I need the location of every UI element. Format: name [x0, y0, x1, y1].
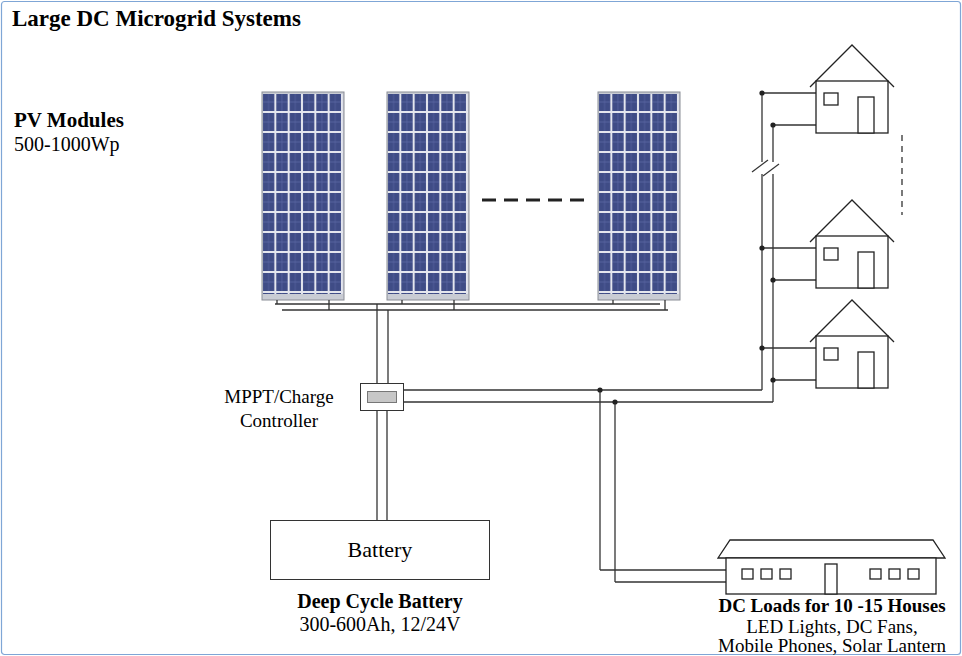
house [810, 45, 894, 133]
component-name: PV Modules [14, 108, 234, 132]
component-spec: 500-1000Wp [14, 133, 234, 156]
house [810, 300, 894, 388]
component-name: DC Loads for 10 -15 Houses [707, 596, 957, 616]
component-name: MPPT/Charge Controller [209, 385, 349, 433]
component-name: Deep Cycle Battery [220, 590, 540, 613]
community-building [718, 540, 945, 594]
junction-dots [597, 90, 775, 404]
house [810, 200, 894, 288]
conductor [386, 411, 387, 520]
box-label: Battery [348, 537, 413, 563]
pv-panel [387, 92, 469, 300]
charge-controller: MPPT/Charge Controller [360, 383, 404, 411]
load-wiring [404, 93, 816, 582]
break-symbol [752, 160, 779, 176]
continuation-dash [482, 199, 590, 202]
pv-panel [262, 92, 344, 300]
pv-panel [598, 92, 680, 300]
continuation-dash [901, 135, 902, 215]
diagram-title: Large DC Microgrid Systems [12, 6, 301, 32]
pv-wiring [275, 300, 668, 383]
battery-box: Battery [270, 520, 490, 580]
conductor [376, 411, 377, 520]
component-spec: LED Lights, DC Fans, Mobile Phones, Sola… [701, 617, 962, 655]
conductor-pair [377, 411, 387, 520]
component-spec: 300-600Ah, 12/24V [220, 613, 540, 636]
controller-display [367, 391, 397, 403]
